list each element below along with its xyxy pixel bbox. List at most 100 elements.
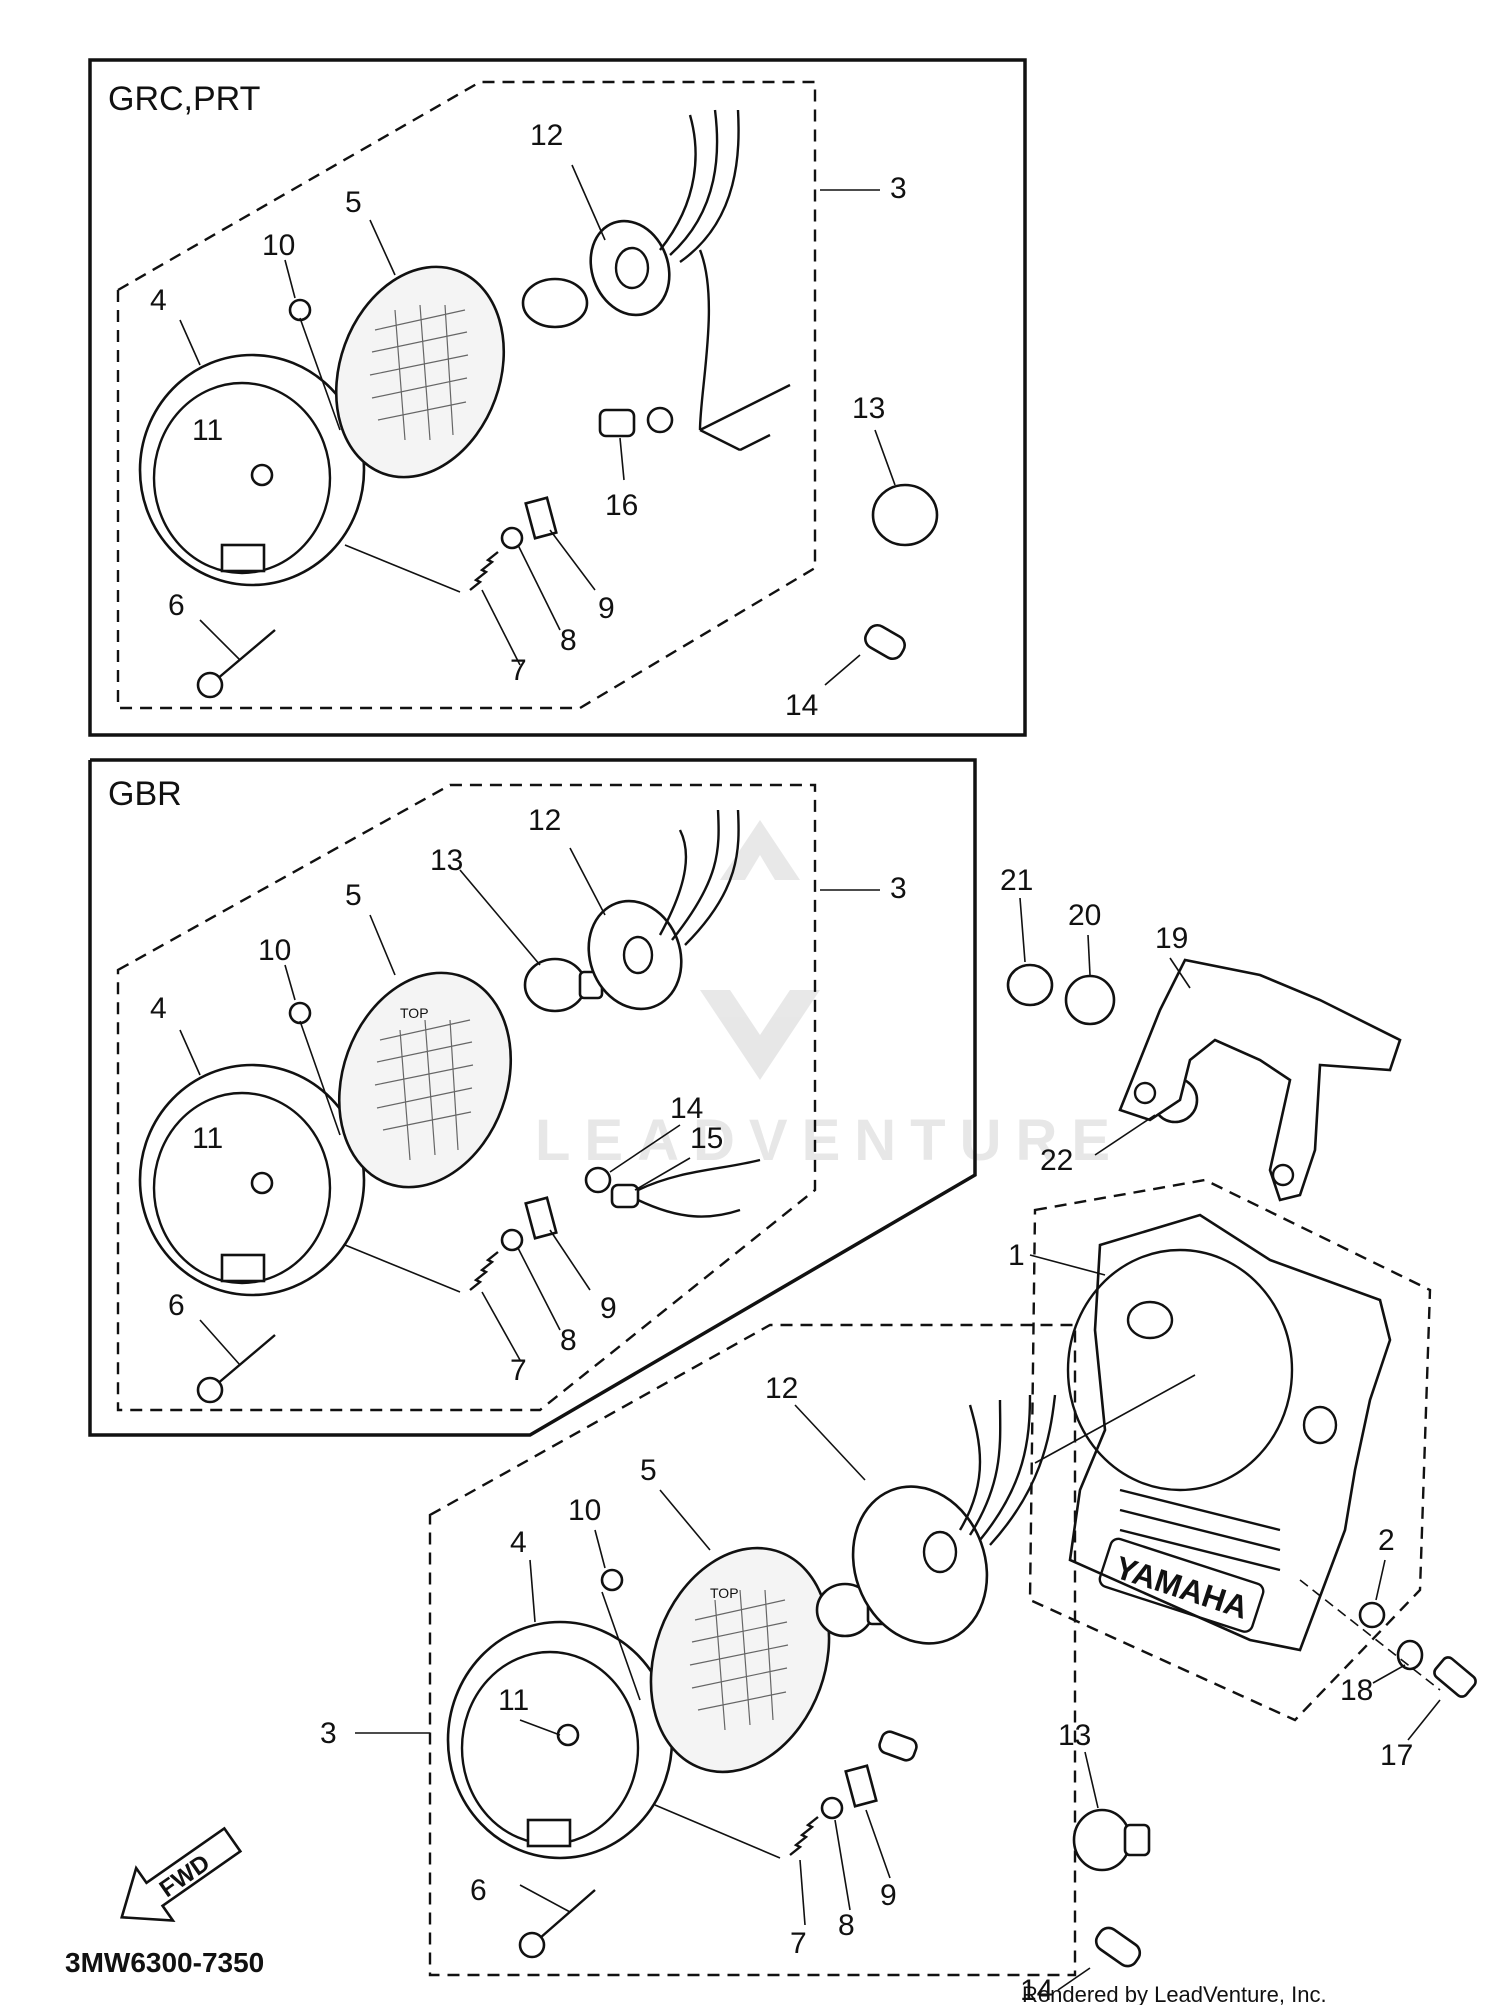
callout-18: 18: [1340, 1674, 1373, 1707]
washer-8-bottom: [820, 1796, 844, 1820]
callout-5-bottom: 5: [640, 1454, 657, 1487]
spring-7-middle: [469, 1251, 499, 1291]
callout-12-top: 12: [530, 119, 563, 152]
watermark-text: LEADVENTURE: [535, 1108, 1124, 1173]
callout-7-top: 7: [510, 654, 527, 687]
pilot-bulb-bottom: [878, 1730, 918, 1762]
callout-6-top: 6: [168, 589, 185, 622]
socket-12-bottom: [851, 1485, 989, 1645]
nut-10-top: [288, 298, 312, 322]
callout-14-middle: 14: [670, 1092, 703, 1125]
washer-18: [1396, 1639, 1424, 1671]
nut-2: [1358, 1601, 1386, 1629]
lens-mark-middle: TOP: [400, 1005, 429, 1021]
screw-6-top: [196, 629, 276, 699]
section-standard: YAMAHA TOP: [320, 864, 1477, 2005]
section-grc-prt: GRC,PRT: [88, 58, 1027, 737]
callout-9-bottom: 9: [880, 1879, 897, 1912]
section-gbr: GBR TOP: [88, 758, 977, 1437]
callout-10-bottom: 10: [568, 1494, 601, 1527]
bulb-14-bottom: [1094, 1926, 1142, 1968]
socket-12-middle: [587, 899, 683, 1011]
wire-harness-middle: [658, 809, 740, 946]
callout-7-bottom: 7: [790, 1927, 807, 1960]
callout-5-top: 5: [345, 186, 362, 219]
callout-4-middle: 4: [150, 992, 167, 1025]
assembly-outline-middle: [116, 783, 817, 1412]
callout-10-top: 10: [262, 229, 295, 262]
headlight-lens-top: [334, 265, 506, 479]
socket-12-top: [589, 219, 671, 317]
washer-8-middle: [500, 1228, 524, 1252]
bulb-13-top: [871, 483, 939, 547]
screw-6-middle: [196, 1334, 276, 1404]
nut-11-top: [250, 463, 274, 487]
diagram-code: 3MW6300-7350: [65, 1947, 264, 1978]
section-label-gbr: GBR: [108, 775, 182, 813]
callout-6-bottom: 6: [470, 1874, 487, 1907]
grommet-20: [1064, 974, 1116, 1026]
callout-19: 19: [1155, 922, 1188, 955]
callout-14-bottom: 14: [1020, 1974, 1053, 2005]
nut-11-bottom: [556, 1723, 580, 1747]
callout-3-top: 3: [890, 172, 907, 205]
lens-mark-bottom: TOP: [710, 1585, 739, 1601]
headlight-lens-bottom: TOP: [649, 1546, 831, 1774]
section-box-gbr: [88, 758, 977, 1437]
callout-3-middle: 3: [890, 872, 907, 905]
callout-13-bottom: 13: [1058, 1719, 1091, 1752]
fwd-arrow-icon: FWD: [120, 1826, 243, 1923]
bracket-19: [1118, 958, 1402, 1202]
pilot-socket-16-top: [598, 406, 674, 438]
bulb-top: [521, 277, 589, 329]
callout-4-bottom: 4: [510, 1526, 527, 1559]
callout-12-bottom: 12: [765, 1372, 798, 1405]
nut-10-bottom: [600, 1568, 624, 1592]
callout-4-top: 4: [150, 284, 167, 317]
bulb-14-top: [864, 623, 906, 661]
callout-9-middle: 9: [600, 1292, 617, 1325]
callout-2: 2: [1378, 1524, 1395, 1557]
screw-6-bottom: [518, 1889, 596, 1959]
nut-11-middle: [250, 1171, 274, 1195]
callout-20: 20: [1068, 899, 1101, 932]
clip-nut-9-middle: [524, 1196, 558, 1240]
nut-10-middle: [288, 1001, 312, 1025]
callout-9-top: 9: [598, 592, 615, 625]
bulb-13-bottom: [1072, 1808, 1151, 1872]
callout-11-bottom: 11: [498, 1684, 529, 1717]
headlight-lens-middle: TOP: [337, 971, 513, 1189]
credit-text: Rendered by LeadVenture, Inc.: [1022, 1982, 1327, 2005]
callout-13-top: 13: [852, 392, 885, 425]
callout-8-bottom: 8: [838, 1909, 855, 1942]
wire-harness-bottom: [958, 1394, 1057, 1546]
callout-17: 17: [1380, 1739, 1413, 1772]
clip-nut-9-bottom: [844, 1764, 878, 1808]
callout-11-middle: 11: [192, 1122, 223, 1155]
screw-head-6: [518, 1931, 546, 1959]
callout-3-bottom: 3: [320, 1717, 337, 1750]
cowl-outline: [1028, 1178, 1432, 1722]
callout-11-top: 11: [192, 414, 223, 447]
collar-21: [1006, 963, 1054, 1007]
callout-7-middle: 7: [510, 1354, 527, 1387]
callout-15-middle: 15: [690, 1122, 723, 1155]
callout-6-middle: 6: [168, 1289, 185, 1322]
callout-22: 22: [1040, 1144, 1073, 1177]
callout-5-middle: 5: [345, 879, 362, 912]
section-box-grc-prt: [88, 58, 1027, 737]
callout-16-top: 16: [605, 489, 638, 522]
callout-1: 1: [1008, 1239, 1025, 1272]
section-label-grc-prt: GRC,PRT: [108, 80, 260, 118]
leadventure-watermark: LEADVENTURE: [535, 820, 1124, 1173]
headlight-cowl-1: YAMAHA: [1066, 1213, 1392, 1652]
callout-14-top: 14: [785, 689, 818, 722]
clip-nut-9-top: [524, 496, 558, 540]
spring-7-bottom: [789, 1816, 819, 1856]
spring-7-top: [469, 551, 499, 591]
callout-12-middle: 12: [528, 804, 561, 837]
callout-21: 21: [1000, 864, 1033, 897]
washer-8-top: [500, 526, 524, 550]
callout-8-top: 8: [560, 624, 577, 657]
